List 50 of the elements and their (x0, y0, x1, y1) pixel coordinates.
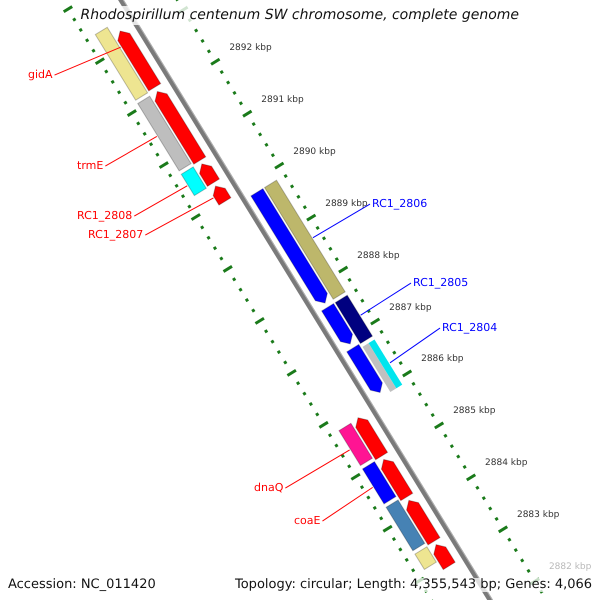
gene-label: RC1_2805 (413, 277, 468, 290)
gene-bar (362, 340, 402, 392)
scale-label: 2887 kbp (389, 304, 432, 314)
scale-label: 2888 kbp (357, 252, 400, 262)
gene-bar (385, 499, 426, 552)
gene-block (321, 302, 353, 344)
gene-label: dnaQ (254, 482, 284, 494)
gene-label: RC1_2804 (442, 322, 498, 334)
gene-block (346, 344, 383, 394)
gene-block (380, 458, 414, 502)
leader-line (322, 486, 374, 522)
leader-line (312, 204, 370, 238)
gene-label: RC1_2807 (88, 229, 144, 242)
gene-bar (264, 180, 346, 300)
footer-text: Topology: circular; Length: 4,355,543 bp; Genes: 4,066 (235, 578, 592, 592)
gene-label: coaE (294, 515, 320, 528)
gene-block (212, 185, 232, 206)
gene-bar (180, 166, 207, 196)
footer-text: Accession: NC_011420 (8, 578, 156, 592)
gene-block (199, 163, 220, 188)
leader-line (360, 282, 412, 316)
gene-bar (334, 294, 374, 344)
leader-line (144, 197, 214, 236)
gene-label: RC1_2806 (372, 198, 428, 210)
gene-bar (414, 546, 437, 570)
gene-block (117, 30, 162, 92)
scale-label: 2884 kbp (485, 459, 528, 470)
gene-block (433, 544, 456, 570)
gene-label: gidA (28, 69, 53, 82)
gene-bar (338, 422, 374, 466)
leader-line (54, 46, 122, 76)
scale-label: 2892 kbp (229, 44, 272, 54)
gene-bar (137, 96, 192, 172)
gene-block (406, 500, 441, 546)
scale-label: 2889 kbp (325, 200, 368, 210)
gene-bar (94, 26, 148, 101)
scale-label: 2882 kbp (548, 563, 592, 574)
scale-label: 2885 kbp (453, 407, 496, 418)
leader-line (390, 328, 440, 364)
scale-label: 2886 kbp (421, 355, 464, 366)
gene-label: trmE (77, 160, 104, 172)
gene-block (154, 90, 206, 165)
leader-line (284, 449, 350, 489)
scale-label: 2890 kbp (293, 148, 336, 158)
gene-label: RC1_2808 (77, 210, 132, 222)
scale-label: 2883 kbp (516, 511, 560, 522)
gene-bar (362, 460, 397, 505)
gene-block (355, 417, 388, 460)
leader-line (134, 185, 188, 217)
scale-label: 2891 kbp (261, 96, 304, 106)
